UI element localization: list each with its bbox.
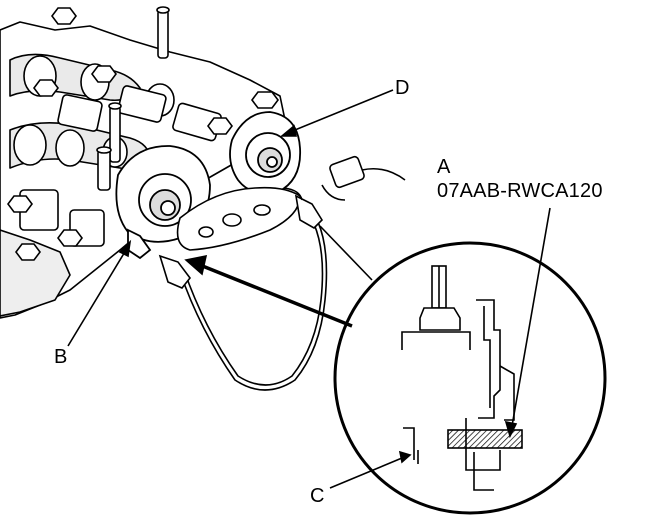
hose-fitting (321, 155, 406, 201)
callout-c: C (310, 485, 325, 507)
callout-a: A (437, 156, 451, 178)
callout-b: B (54, 346, 68, 368)
chain-guide (176, 186, 301, 251)
tool-cable (158, 187, 328, 391)
vtc-actuator-right (229, 111, 301, 195)
callout-a-part-number: 07AAB-RWCA120 (437, 180, 603, 202)
tool-pin (447, 429, 523, 449)
detail-circle (333, 241, 607, 515)
head-studs (7, 6, 279, 261)
callout-d: D (395, 77, 410, 99)
leader-lines (67, 89, 551, 489)
